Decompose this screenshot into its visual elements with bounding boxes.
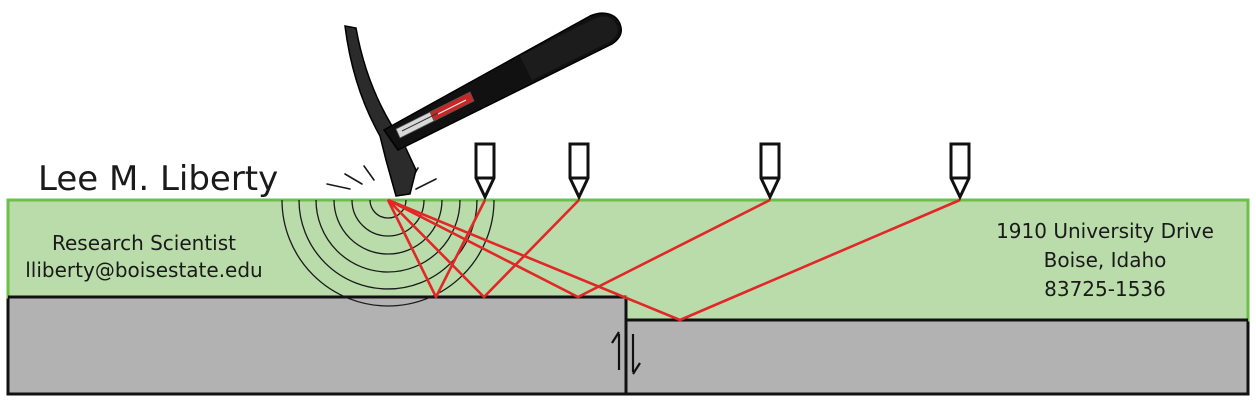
hammer-pick-head xyxy=(344,25,417,197)
address-street: 1910 University Drive xyxy=(996,219,1214,243)
geophone-icon xyxy=(759,142,781,201)
wavefront-arc xyxy=(351,199,425,237)
ray-path xyxy=(387,198,771,299)
address-zip: 83725-1536 xyxy=(1044,277,1166,301)
bedrock-block-downthrown xyxy=(624,318,1250,396)
hammer-icon xyxy=(344,12,623,197)
address-city: Boise, Idaho xyxy=(1044,248,1167,272)
fault-arrows-icon xyxy=(611,331,641,375)
geophone-icon xyxy=(474,142,496,201)
impact-mark xyxy=(363,165,375,181)
geophone-icon xyxy=(568,142,590,201)
impact-mark xyxy=(326,183,351,190)
person-email: lliberty@boisestate.edu xyxy=(25,258,262,282)
impact-mark xyxy=(344,173,363,185)
bedrock-block-upthrown xyxy=(6,295,628,396)
geophone-icon xyxy=(949,142,971,201)
impact-mark xyxy=(415,178,437,190)
ray-path xyxy=(387,198,961,322)
ray-path xyxy=(387,199,580,299)
ray-paths xyxy=(386,198,961,322)
person-name: Lee M. Liberty xyxy=(38,159,278,199)
hammer-handle-grip xyxy=(520,16,618,81)
person-title: Research Scientist xyxy=(52,231,236,255)
hammer-label xyxy=(395,91,475,139)
impact-marks xyxy=(326,165,437,190)
